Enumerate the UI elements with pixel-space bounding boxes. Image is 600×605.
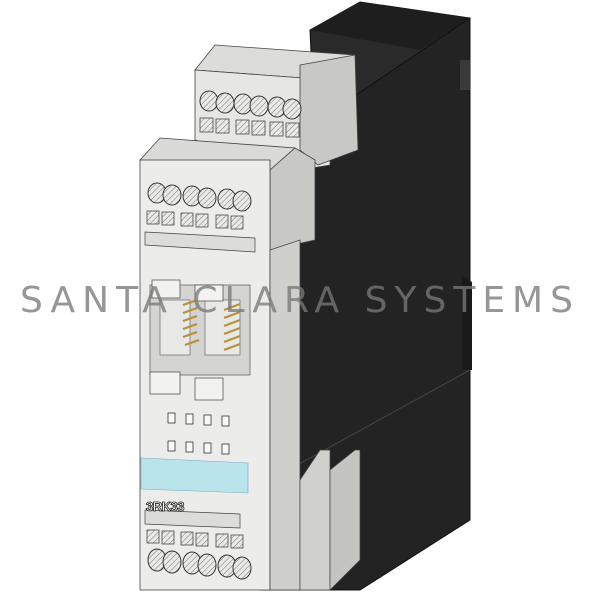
pin-connector-area bbox=[149, 279, 251, 401]
front-lower-terminals bbox=[144, 509, 252, 580]
front-upper-terminals bbox=[144, 182, 256, 253]
rear-lower-terminal-block bbox=[299, 449, 361, 591]
model-label: 3RK33 bbox=[146, 499, 185, 515]
label-strip bbox=[140, 457, 249, 494]
status-led-grid bbox=[167, 412, 230, 455]
